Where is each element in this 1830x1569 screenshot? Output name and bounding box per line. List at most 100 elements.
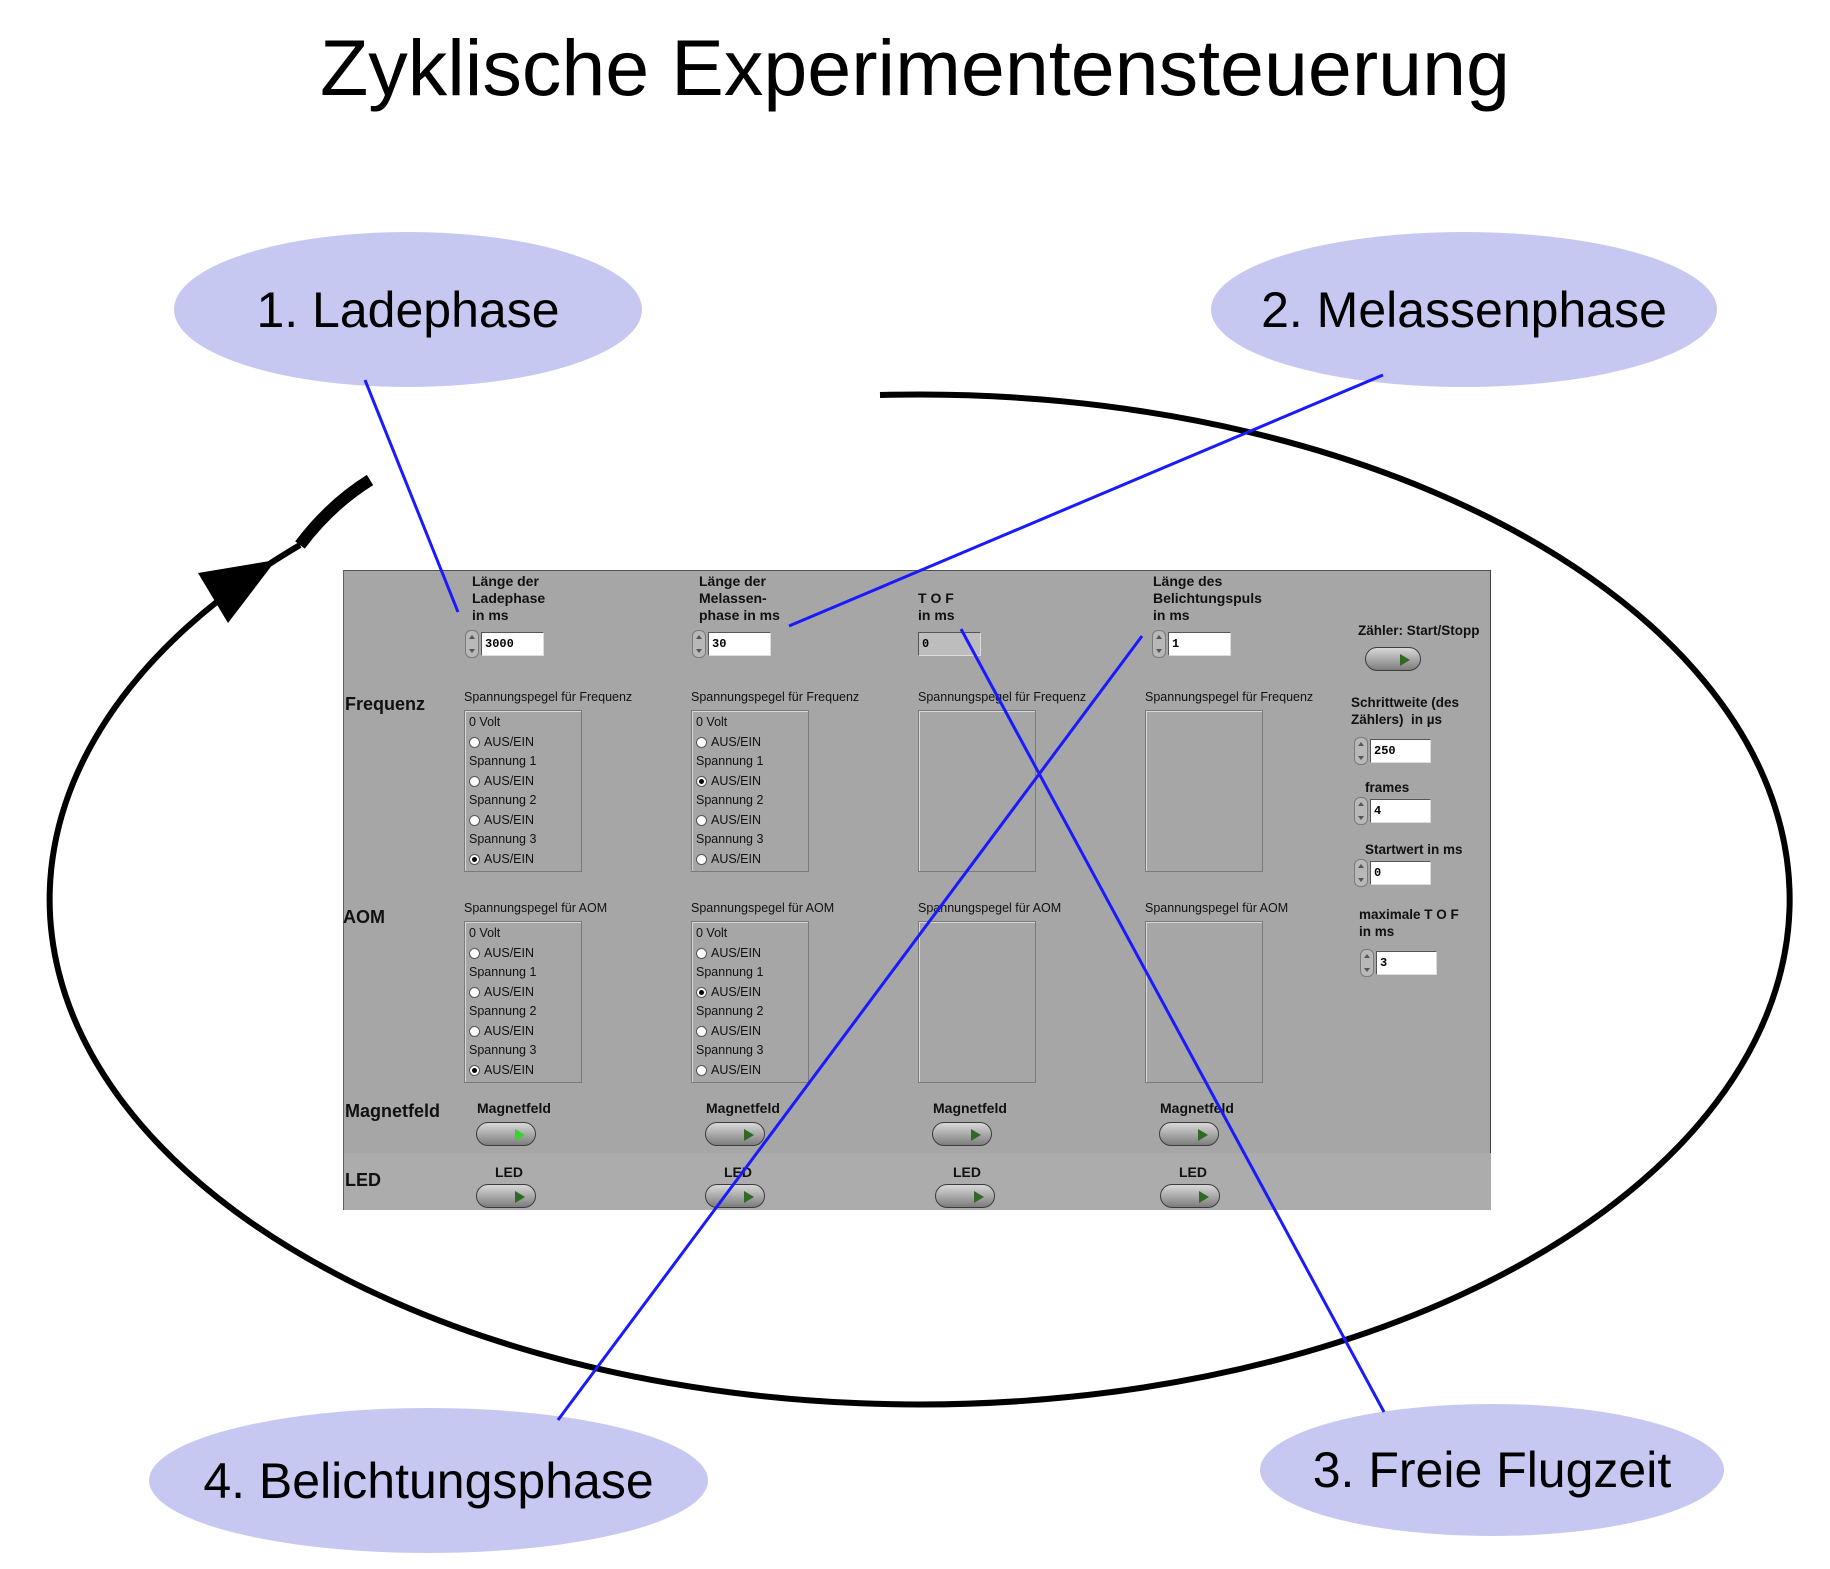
radio-option[interactable]: AUS/EIN: [469, 851, 534, 867]
aom-group-title-3: Spannungspegel für AOM: [918, 901, 1062, 915]
step-width-control[interactable]: 250: [1354, 737, 1431, 765]
radio-option[interactable]: AUS/EIN: [469, 1062, 534, 1078]
radio-circle[interactable]: [469, 1064, 480, 1076]
radio-circle[interactable]: [696, 736, 707, 748]
radio-circle[interactable]: [696, 1064, 707, 1076]
radio-option[interactable]: AUS/EIN: [469, 812, 534, 828]
max-tof-field[interactable]: 3: [1376, 951, 1437, 975]
radio-option[interactable]: AUS/EIN: [696, 1023, 761, 1039]
radio-label: AUS/EIN: [711, 852, 762, 866]
radio-option[interactable]: AUS/EIN: [696, 945, 761, 961]
frames-control[interactable]: 4: [1354, 797, 1431, 825]
lade-length-label: Länge der Ladephase in ms: [472, 573, 546, 623]
radio-label: AUS/EIN: [484, 1024, 535, 1038]
max-tof-spinner[interactable]: [1360, 949, 1374, 977]
magnetfeld-toggle-2[interactable]: [705, 1122, 765, 1146]
magnetfeld-toggle-3[interactable]: [932, 1122, 992, 1146]
radio-circle[interactable]: [469, 947, 480, 959]
led-toggle-label-1: LED: [495, 1164, 523, 1180]
radio-option[interactable]: AUS/EIN: [469, 773, 534, 789]
option-caption: Spannung 3: [696, 1043, 764, 1057]
radio-label: AUS/EIN: [711, 985, 762, 999]
start-value-control[interactable]: 0: [1354, 859, 1431, 887]
belichtung-length-spinner[interactable]: [1152, 630, 1166, 658]
frames-field[interactable]: 4: [1370, 799, 1431, 823]
melassen-length-field[interactable]: 30: [708, 632, 771, 656]
freq-radio-group-3-empty: [918, 710, 1036, 872]
radio-circle[interactable]: [696, 853, 707, 865]
radio-circle[interactable]: [469, 814, 480, 826]
phase-belichtungsphase-label: 4. Belichtungsphase: [203, 1452, 654, 1509]
panel-top-edge: [343, 570, 1491, 571]
lade-length-control[interactable]: 3000: [465, 630, 544, 658]
radio-label: AUS/EIN: [711, 774, 762, 788]
start-value-field[interactable]: 0: [1370, 861, 1431, 885]
lade-length-spinner[interactable]: [465, 630, 479, 658]
radio-option[interactable]: AUS/EIN: [696, 812, 761, 828]
option-caption: Spannung 1: [696, 965, 764, 979]
aom-radio-group-3-empty: [918, 921, 1036, 1083]
max-tof-control[interactable]: 3: [1360, 949, 1437, 977]
radio-circle[interactable]: [469, 1025, 480, 1037]
radio-circle[interactable]: [469, 853, 480, 865]
option-caption: Spannung 1: [696, 754, 764, 768]
option-caption: Spannung 1: [469, 965, 537, 979]
radio-circle[interactable]: [696, 986, 707, 998]
led-toggle-2[interactable]: [705, 1184, 765, 1208]
radio-option[interactable]: AUS/EIN: [696, 984, 761, 1000]
magnetfeld-toggle-4[interactable]: [1159, 1122, 1219, 1146]
lade-length-field[interactable]: 3000: [481, 632, 544, 656]
freq-group-title-3: Spannungspegel für Frequenz: [918, 690, 1087, 704]
step-width-field[interactable]: 250: [1370, 739, 1431, 763]
phase-melassenphase-label: 2. Melassenphase: [1261, 281, 1667, 338]
magnetfeld-toggle-label-2: Magnetfeld: [706, 1100, 780, 1116]
belichtung-length-field[interactable]: 1: [1168, 632, 1231, 656]
page-title: Zyklische Experimentensteuerung: [320, 23, 1510, 112]
radio-label: AUS/EIN: [484, 813, 535, 827]
led-indicator-icon: [971, 1129, 981, 1141]
radio-option[interactable]: AUS/EIN: [469, 734, 534, 750]
option-caption: Spannung 3: [696, 832, 764, 846]
radio-option[interactable]: AUS/EIN: [696, 1062, 761, 1078]
freq-radio-group-2: 0 Volt AUS/EIN Spannung 1 AUS/EIN Spannu…: [691, 710, 809, 872]
counter-start-stop-toggle[interactable]: [1365, 647, 1421, 671]
radio-label: AUS/EIN: [484, 985, 535, 999]
radio-option[interactable]: AUS/EIN: [696, 773, 761, 789]
melassen-length-spinner[interactable]: [692, 630, 706, 658]
radio-circle[interactable]: [696, 1025, 707, 1037]
radio-circle[interactable]: [469, 775, 480, 787]
radio-option[interactable]: AUS/EIN: [469, 1023, 534, 1039]
step-width-spinner[interactable]: [1354, 737, 1368, 765]
melassen-length-control[interactable]: 30: [692, 630, 771, 658]
led-toggle-label-4: LED: [1179, 1164, 1207, 1180]
option-caption: Spannung 2: [469, 793, 537, 807]
led-indicator-icon: [1198, 1129, 1208, 1141]
radio-label: AUS/EIN: [711, 1024, 762, 1038]
led-indicator-icon: [744, 1191, 754, 1203]
belichtung-length-control[interactable]: 1: [1152, 630, 1231, 658]
aom-radio-group-2: 0 Volt AUS/EIN Spannung 1 AUS/EIN Spannu…: [691, 921, 809, 1083]
freq-radio-group-4-empty: [1145, 710, 1263, 872]
radio-option[interactable]: AUS/EIN: [696, 734, 761, 750]
radio-circle[interactable]: [696, 775, 707, 787]
phase-ladephase: 1. Ladephase: [174, 232, 642, 387]
led-toggle-4[interactable]: [1160, 1184, 1220, 1208]
phase-freie-flugzeit: 3. Freie Flugzeit: [1260, 1404, 1724, 1536]
led-toggle-1[interactable]: [476, 1184, 536, 1208]
control-panel: Länge der Ladephase in ms 3000 Länge der…: [343, 570, 1491, 1210]
magnetfeld-toggle-1[interactable]: [476, 1122, 536, 1146]
radio-circle[interactable]: [469, 986, 480, 998]
radio-option[interactable]: AUS/EIN: [469, 984, 534, 1000]
aom-group-title-2: Spannungspegel für AOM: [691, 901, 835, 915]
start-value-spinner[interactable]: [1354, 859, 1368, 887]
frames-label: frames: [1365, 780, 1410, 795]
radio-option[interactable]: AUS/EIN: [469, 945, 534, 961]
frames-spinner[interactable]: [1354, 797, 1368, 825]
radio-circle[interactable]: [696, 947, 707, 959]
radio-option[interactable]: AUS/EIN: [696, 851, 761, 867]
radio-circle[interactable]: [469, 736, 480, 748]
led-toggle-3[interactable]: [935, 1184, 995, 1208]
radio-circle[interactable]: [696, 814, 707, 826]
magnetfeld-toggle-label-3: Magnetfeld: [933, 1100, 1007, 1116]
aom-group-title-4: Spannungspegel für AOM: [1145, 901, 1289, 915]
